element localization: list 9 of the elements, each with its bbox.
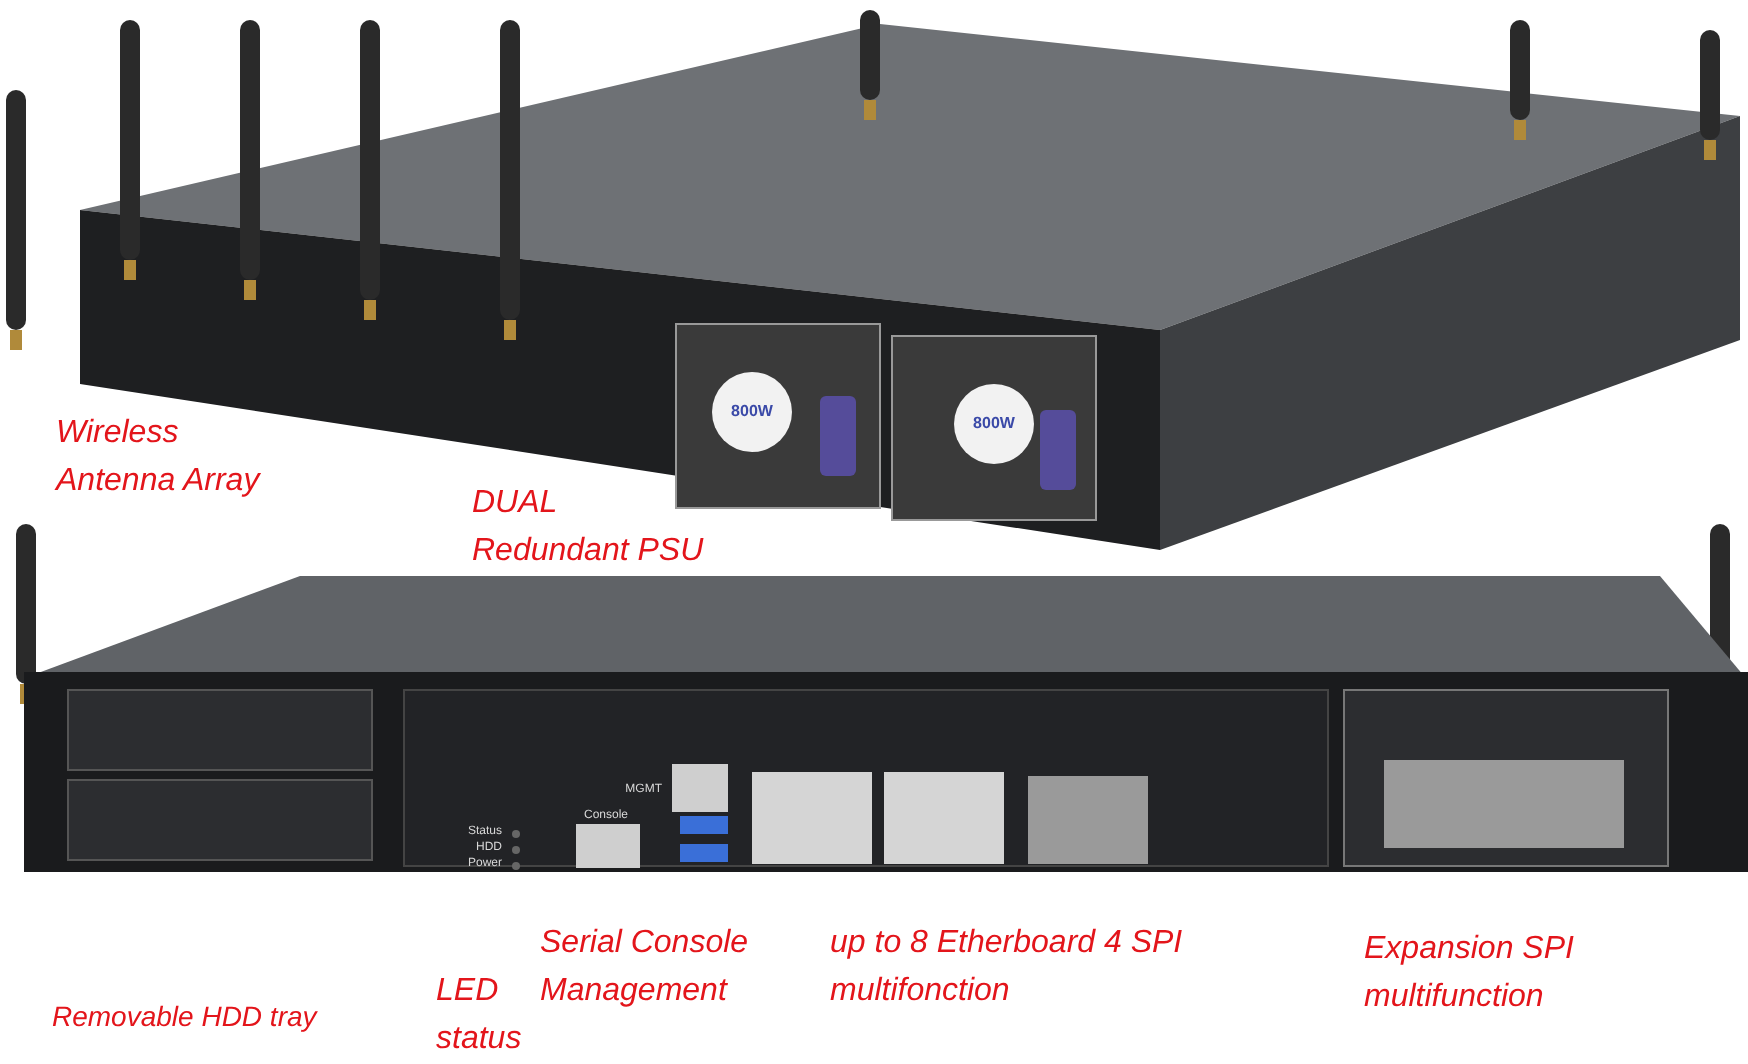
callout-text: DUAL Redundant PSU — [472, 484, 706, 572]
callout-text: Removable HDD tray — [52, 998, 320, 1036]
callout-text: up to 8 Etherboard 4 SPI multifonction — [830, 924, 1185, 1012]
callout-text: LED status — [436, 972, 524, 1060]
callout-text: Expansion SPI multifunction — [1364, 930, 1576, 1018]
callout-text: Wireless Antenna Array — [56, 414, 263, 502]
power-rating-text: 800W — [729, 402, 775, 422]
power-rating-text: 800W — [971, 414, 1017, 434]
callout-text: Serial Console Management — [540, 924, 751, 1012]
